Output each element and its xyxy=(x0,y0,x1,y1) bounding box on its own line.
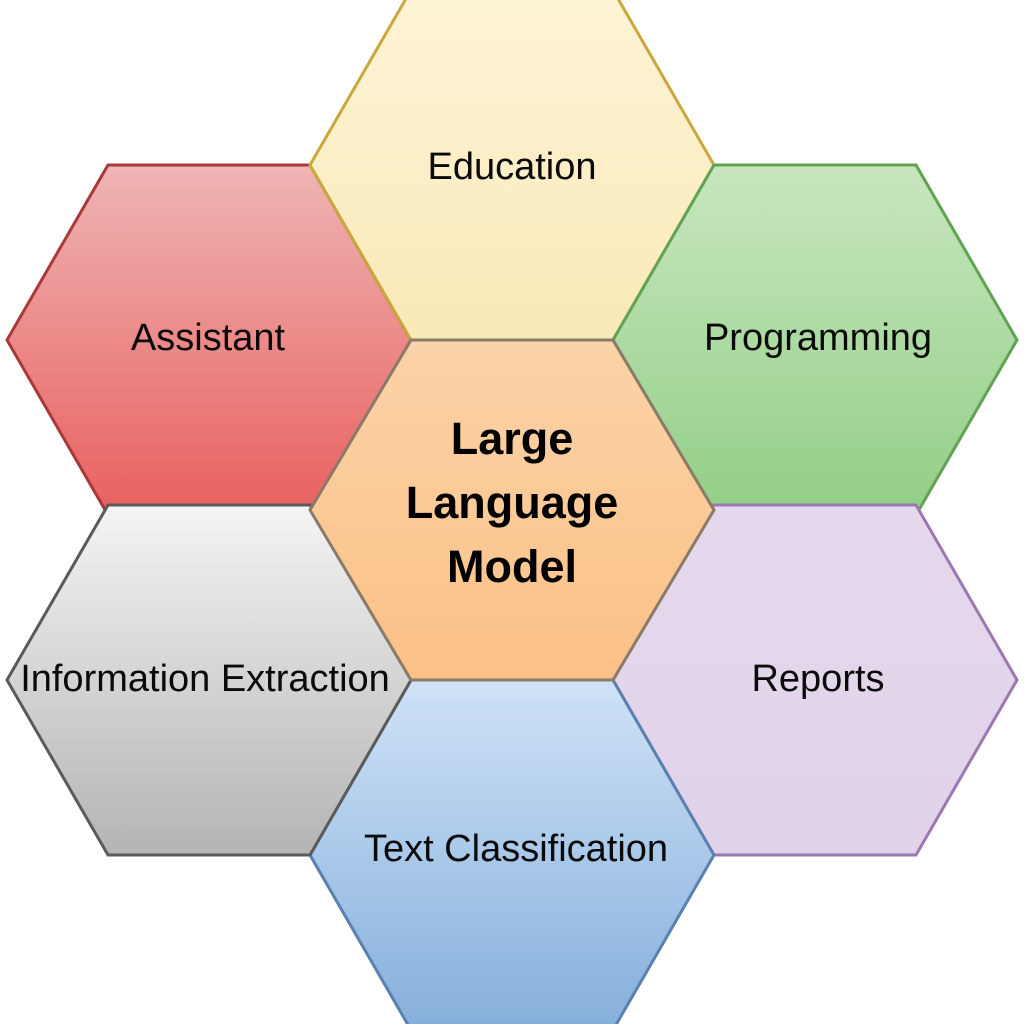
hexagon-education[interactable]: Education xyxy=(308,0,716,342)
programming-label: Programming xyxy=(704,317,932,359)
information-extraction-label: Information Extraction xyxy=(20,658,390,700)
center-label-line-2: Language xyxy=(406,477,619,528)
hexagon-center-large-language-model[interactable]: Large Language Model xyxy=(308,338,716,682)
hexagon-reports[interactable]: Reports xyxy=(611,503,1019,857)
text-classification-label: Text Classification xyxy=(364,828,668,870)
center-label-line-1: Large xyxy=(451,413,574,464)
center-label-line-3: Model xyxy=(447,541,577,592)
assistant-label: Assistant xyxy=(131,317,286,359)
center-hexagon-shape[interactable] xyxy=(308,338,716,682)
education-label: Education xyxy=(427,146,596,188)
hexagon-information-extraction[interactable]: Information Extraction xyxy=(5,503,413,857)
reports-label: Reports xyxy=(751,658,884,700)
information-extraction-hexagon-shape[interactable] xyxy=(5,503,413,857)
